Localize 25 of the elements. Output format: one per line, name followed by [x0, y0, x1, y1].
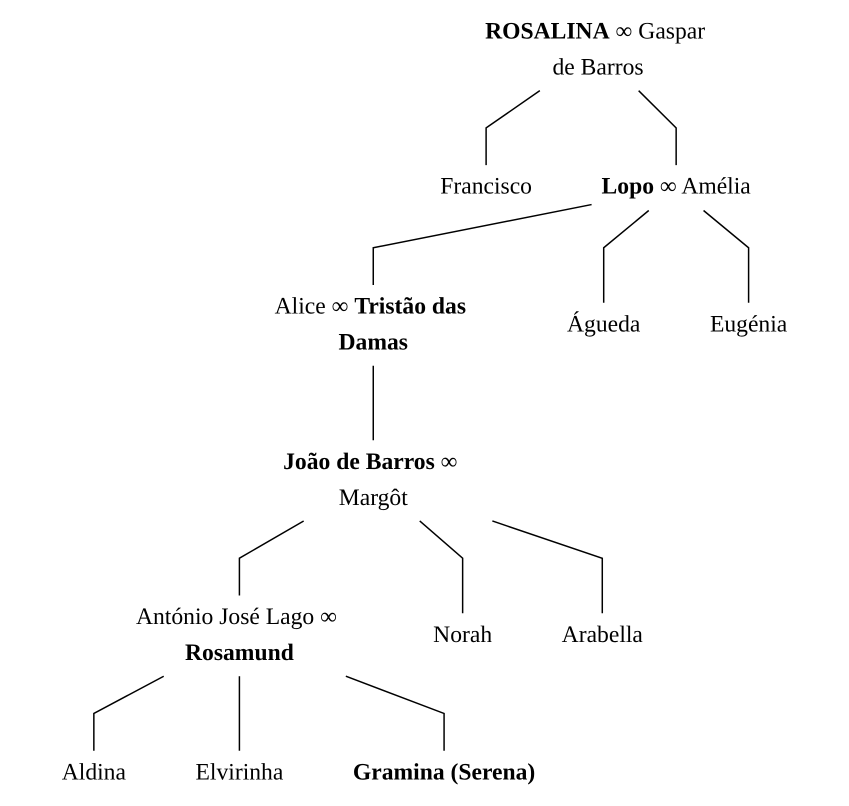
node-text: Norah [433, 622, 492, 648]
connector [238, 520, 304, 596]
node-text: António José Lago ∞ Rosamund [136, 604, 337, 666]
node-text: Gramina (Serena) [352, 759, 536, 786]
connector [238, 676, 240, 751]
connector [638, 90, 677, 166]
connector [372, 366, 374, 440]
node-text: Aldina [62, 759, 126, 786]
node-text: Águeda [567, 311, 640, 338]
node-text: João de Barros ∞ Margôt [283, 448, 458, 510]
node-text: ROSALINA ∞ Gaspar de Barros [485, 18, 706, 80]
connector [485, 90, 540, 166]
node-text: Lopo ∞ Amélia [602, 174, 751, 200]
connector [93, 676, 164, 751]
node-text: Eugénia [710, 311, 788, 338]
node-text: Arabella [562, 622, 643, 648]
node-text: Francisco [440, 174, 532, 200]
connector [703, 210, 750, 303]
connector [372, 204, 592, 286]
node-text: Elvirinha [196, 759, 284, 786]
node-text: Alice ∞ Tristão das Damas [274, 294, 466, 356]
connector [602, 210, 650, 303]
connector [419, 520, 464, 614]
connector [492, 520, 604, 614]
connector [346, 676, 445, 751]
